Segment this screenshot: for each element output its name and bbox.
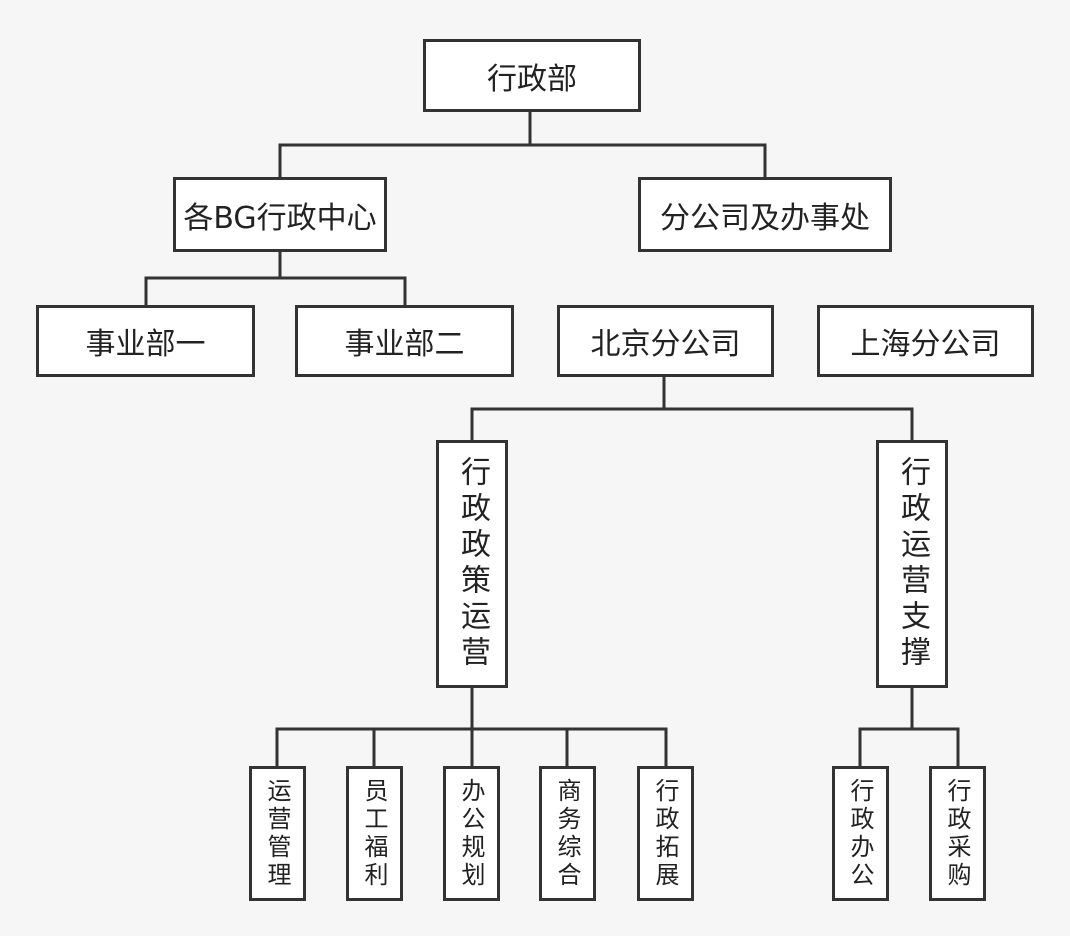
node-beijing-branch: 北京分公司 [557,305,774,377]
node-admin-office: 行政办公 [832,766,889,901]
node-label: 事业部一 [85,327,206,362]
node-label: 办公规划 [457,777,485,890]
node-label: 运营管理 [263,777,291,890]
node-label: 北京分公司 [590,327,741,362]
node-operations-management: 运营管理 [249,766,306,901]
node-business-general: 商务综合 [539,766,596,901]
node-employee-welfare: 员工福利 [346,766,403,901]
node-label: 行政办公 [846,777,874,890]
node-label: 各BG行政中心 [183,200,377,236]
node-label: 行政采购 [943,777,971,890]
node-admin-department: 行政部 [423,39,641,112]
node-label: 上海分公司 [850,327,1001,362]
node-label: 商务综合 [553,777,581,890]
node-admin-expansion: 行政拓展 [637,766,694,901]
node-office-planning: 办公规划 [443,766,500,901]
node-label: 事业部二 [344,327,465,362]
node-label: 分公司及办事处 [660,200,870,236]
node-label: 行政政策运营 [455,456,490,672]
node-division-two: 事业部二 [295,305,514,377]
node-label: 行政运营支撑 [895,456,930,672]
node-shanghai-branch: 上海分公司 [817,305,1034,377]
node-label: 员工福利 [360,777,388,890]
node-admin-operations-support: 行政运营支撑 [876,440,948,688]
node-label: 行政部 [487,61,577,97]
node-branches-and-offices: 分公司及办事处 [638,177,892,252]
node-label: 行政拓展 [651,777,679,890]
node-admin-policy-operations: 行政政策运营 [436,440,508,688]
node-division-one: 事业部一 [36,305,255,377]
node-admin-procurement: 行政采购 [929,766,986,901]
node-bg-admin-center: 各BG行政中心 [173,177,387,252]
